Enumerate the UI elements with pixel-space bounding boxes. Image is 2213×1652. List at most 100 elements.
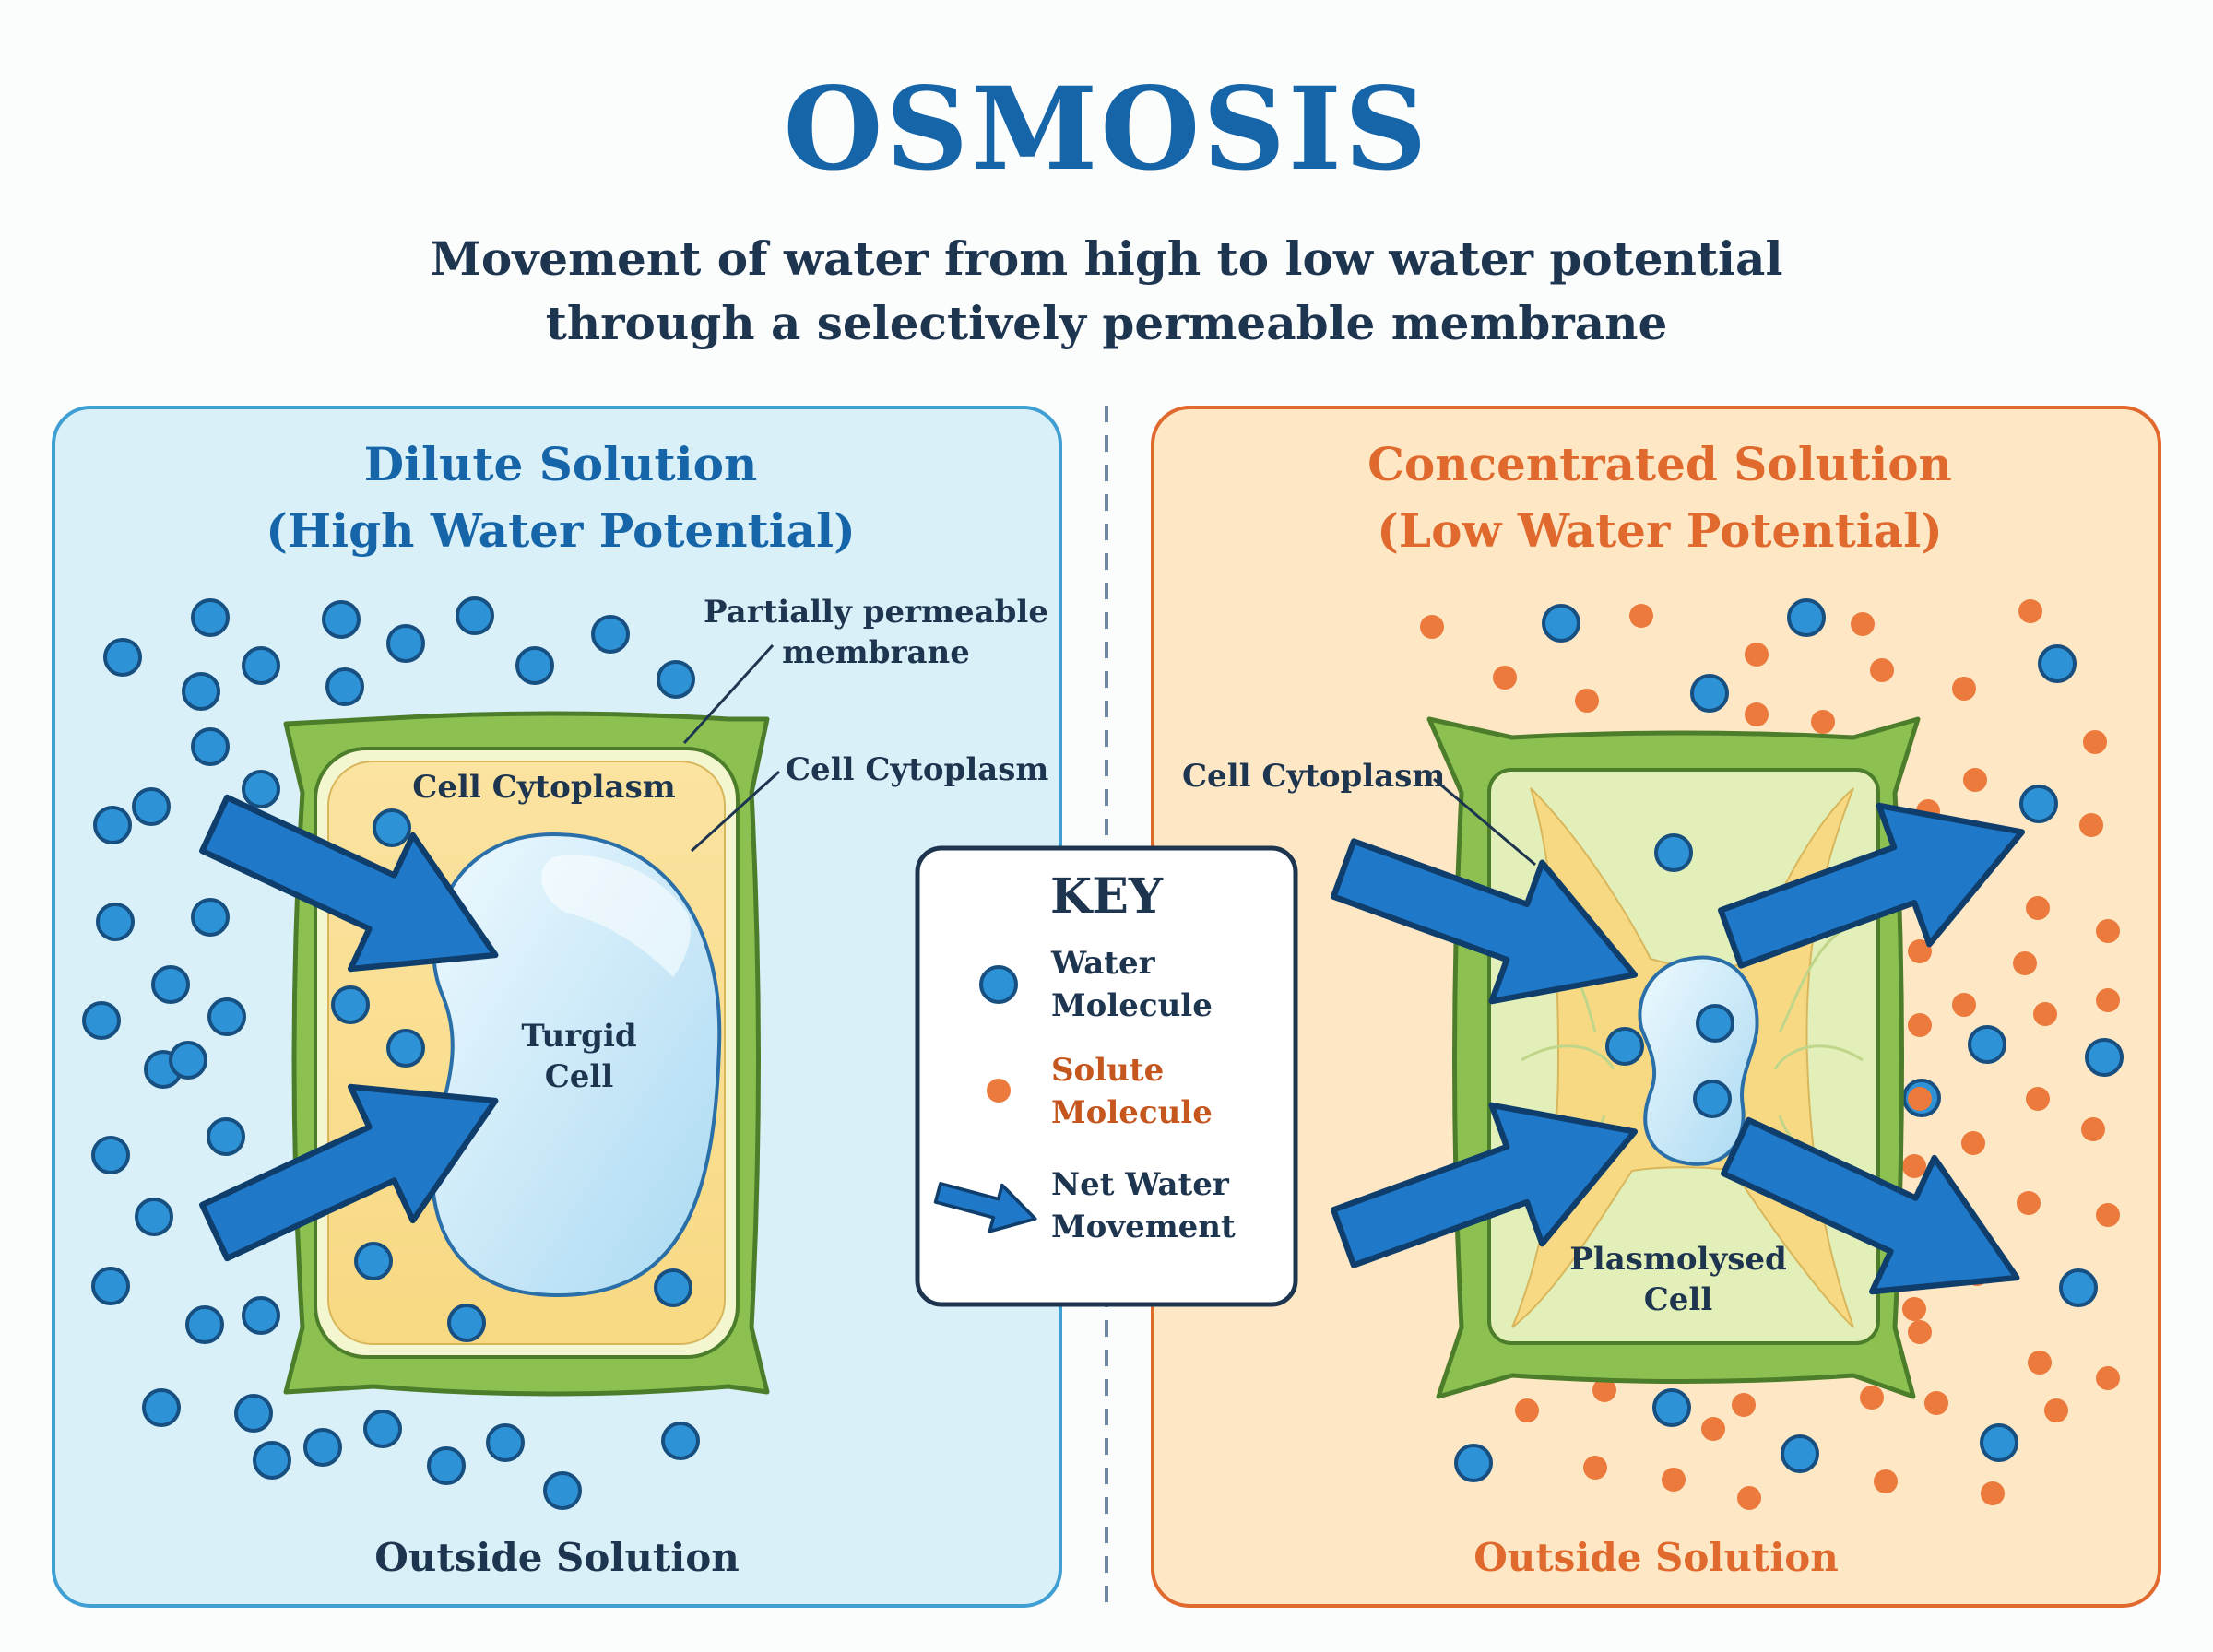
- arrow-left-lower: [199, 1083, 499, 1262]
- water-molecule: [1696, 1004, 1734, 1043]
- solute-molecule: [1745, 643, 1769, 667]
- water-molecule: [1652, 1388, 1691, 1427]
- arrow-right-out-lower: [1721, 1116, 2020, 1295]
- solute-molecule: [1961, 1131, 1985, 1155]
- water-molecule: [132, 787, 171, 826]
- vacuole-highlight: [541, 855, 692, 977]
- left-outside-solution-label: Outside Solution: [374, 1535, 740, 1580]
- solute-molecule: [1737, 1486, 1761, 1510]
- solute-molecule: [2083, 730, 2107, 754]
- leader-cytoplasm-right: [1433, 777, 1536, 867]
- water-molecule: [354, 1242, 393, 1280]
- solute-molecule: [2028, 1351, 2052, 1375]
- water-molecule: [303, 1428, 342, 1467]
- subtitle-line-1: Movement of water from high to low water…: [430, 231, 1783, 286]
- solute-molecule: [1902, 1154, 1926, 1178]
- water-molecule: [207, 997, 246, 1036]
- right-title-line-2: (Low Water Potential): [1377, 503, 1943, 558]
- water-molecule: [93, 806, 132, 844]
- solute-molecule: [1952, 677, 1976, 701]
- water-molecule: [253, 1441, 291, 1480]
- solute-molecule: [1851, 612, 1875, 636]
- water-molecule: [2019, 785, 2058, 823]
- water-molecule: [135, 1198, 173, 1236]
- solute-molecule: [1870, 658, 1894, 682]
- water-molecule: [1542, 604, 1580, 643]
- solute-molecule: [1874, 1469, 1898, 1493]
- water-molecule: [1781, 1434, 1819, 1473]
- water-molecule: [191, 727, 230, 766]
- water-molecule: [1968, 1025, 2006, 1064]
- key-solute-label: Solute Molecule: [1051, 1052, 1213, 1131]
- water-molecule: [331, 985, 370, 1024]
- solute-molecule: [2033, 1002, 2057, 1026]
- solute-molecule: [1592, 1378, 1616, 1402]
- page-title: OSMOSIS: [783, 63, 1430, 196]
- water-molecule: [191, 898, 230, 937]
- water-molecule: [91, 1267, 130, 1305]
- water-molecule: [96, 903, 135, 941]
- water-molecule: [207, 1117, 245, 1156]
- cytoplasm-label-outer: Cell Cytoplasm: [786, 751, 1049, 788]
- net-water-movement-arrows: [199, 794, 2026, 1295]
- water-molecule: [1654, 833, 1693, 872]
- water-molecule: [386, 1029, 425, 1068]
- right-outside-solution-label: Outside Solution: [1473, 1535, 1839, 1580]
- key-box: [915, 845, 1298, 1307]
- solute-molecule: [1860, 1386, 1884, 1410]
- water-molecule: [2059, 1268, 2098, 1307]
- water-molecule: [661, 1422, 700, 1460]
- solute-molecule: [1745, 702, 1769, 726]
- water-molecule: [515, 646, 554, 685]
- net-water-movement-arrow-icon: [933, 1182, 1037, 1233]
- water-molecule: [1605, 1027, 1644, 1066]
- solute-molecule: [1902, 1297, 1926, 1321]
- arrow-right-in-upper: [1330, 838, 1639, 1005]
- water-molecule: [1693, 1080, 1732, 1118]
- solute-molecule: [1662, 1468, 1686, 1492]
- solute-molecule: [2013, 951, 2037, 975]
- solute-molecule: [1811, 710, 1835, 734]
- water-molecule: [654, 1268, 692, 1307]
- key-water-label: Water Molecule: [1051, 945, 1213, 1024]
- leader-membrane: [682, 643, 775, 745]
- left-water-molecules: [82, 596, 700, 1510]
- solute-molecule: [2026, 1087, 2050, 1111]
- water-molecule: [234, 1394, 273, 1433]
- solute-molecule: [1732, 1393, 1756, 1417]
- water-molecule: [386, 624, 425, 663]
- solute-molecule: [2026, 896, 2050, 920]
- solute-molecule: [1908, 1013, 1932, 1037]
- water-molecule: [543, 1471, 582, 1510]
- water-molecule: [373, 808, 411, 847]
- solute-molecule: [1493, 666, 1517, 690]
- key-title: KEY: [1050, 868, 1163, 925]
- left-panel-title: Dilute Solution (High Water Potential): [100, 431, 1022, 564]
- water-molecule: [169, 1041, 207, 1080]
- key-arrow-label: Net Water Movement: [1051, 1166, 1236, 1245]
- water-molecule: [191, 598, 230, 637]
- water-molecule: [456, 596, 494, 635]
- solute-molecule: [1908, 1087, 1932, 1111]
- water-molecule: [447, 1304, 486, 1342]
- water-molecule: [325, 667, 364, 706]
- subtitle-line-2: through a selectively permeable membrane: [545, 296, 1668, 350]
- water-molecule: [82, 1001, 121, 1040]
- turgid-cell-label: Turgid Cell: [521, 1018, 637, 1095]
- solute-molecule: [2081, 1117, 2105, 1141]
- solute-molecule: [2096, 919, 2120, 943]
- water-molecule: [242, 646, 280, 685]
- solute-molecule: [2096, 1203, 2120, 1227]
- right-outside-molecules: [1420, 598, 2124, 1510]
- water-molecule-icon: [979, 965, 1018, 1004]
- water-molecule: [1980, 1423, 2018, 1462]
- water-molecule: [91, 1136, 130, 1174]
- cell-water-molecules: [331, 808, 1734, 1342]
- solute-molecule: [1963, 768, 1987, 792]
- solute-molecule: [2096, 1366, 2120, 1390]
- water-molecule: [1787, 598, 1826, 637]
- solute-molecule: [1952, 993, 1976, 1017]
- water-molecule: [657, 660, 695, 699]
- water-molecule: [2085, 1038, 2124, 1077]
